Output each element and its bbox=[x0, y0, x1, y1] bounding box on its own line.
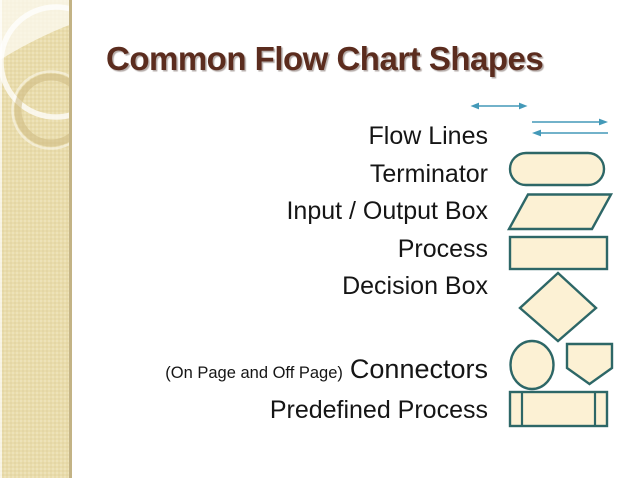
on-page-connector-shape bbox=[509, 339, 555, 391]
decision-shape bbox=[518, 271, 598, 343]
sidebar-decoration bbox=[0, 0, 72, 478]
connectors-prefix-label: (On Page and Off Page) bbox=[165, 364, 343, 382]
off-page-connector-shape bbox=[565, 342, 614, 386]
right-arrow-icon bbox=[532, 118, 608, 126]
list-item-predefined-process: Predefined Process bbox=[269, 396, 488, 424]
connectors-label: Connectors bbox=[349, 354, 488, 384]
slide-title: Common Flow Chart Shapes bbox=[106, 40, 544, 77]
process-shape bbox=[508, 235, 609, 271]
terminator-shape bbox=[508, 151, 606, 187]
list-item-decision-box: Decision Box bbox=[342, 272, 488, 300]
list-item-connectors: (On Page and Off Page) Connectors bbox=[165, 351, 488, 392]
left-arrow-icon bbox=[532, 129, 608, 137]
shape-name-list-lower: (On Page and Off Page) Connectors Predefi… bbox=[165, 351, 488, 429]
list-item-terminator: Terminator bbox=[369, 159, 488, 188]
shape-name-list: Flow Lines Terminator Input / Output Box… bbox=[286, 118, 488, 306]
list-item-flow-lines: Flow Lines bbox=[368, 122, 489, 150]
input-output-shape bbox=[506, 193, 614, 231]
double-headed-arrow-icon bbox=[470, 102, 528, 110]
predefined-process-shape bbox=[508, 390, 609, 428]
list-item-input-output-box: Input / Output Box bbox=[286, 197, 488, 225]
list-item-process: Process bbox=[397, 234, 488, 263]
